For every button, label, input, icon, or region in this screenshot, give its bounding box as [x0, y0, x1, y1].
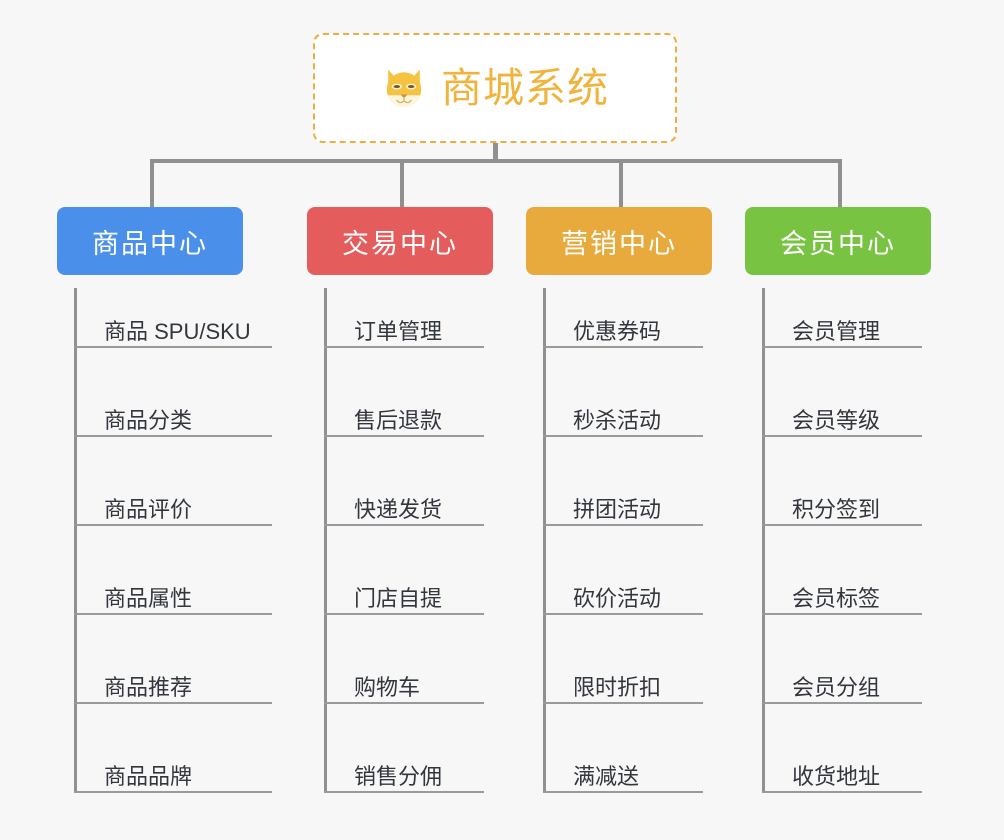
leaf-item-label: 限时折扣	[573, 674, 662, 700]
leaf-item[interactable]: 秒杀活动	[543, 377, 703, 437]
leaf-item[interactable]: 会员标签	[762, 555, 922, 615]
leaf-item[interactable]: 积分签到	[762, 466, 922, 526]
leaf-item-label: 商品推荐	[104, 674, 193, 700]
category-header-label-0: 商品中心	[92, 228, 208, 259]
leaf-item-label: 秒杀活动	[573, 407, 662, 433]
leaf-item-label: 收货地址	[792, 763, 881, 789]
shiba-inu-dog-face-icon	[386, 69, 422, 107]
leaf-item-label: 商品 SPU/SKU	[104, 318, 251, 344]
leaf-item-label: 满减送	[573, 763, 640, 789]
category-header-0[interactable]: 商品中心	[57, 207, 243, 275]
column-spine-2	[543, 288, 546, 793]
leaf-item-label: 优惠券码	[573, 318, 662, 344]
column-spine-0	[74, 288, 77, 793]
leaf-item-label: 积分签到	[792, 496, 881, 522]
drop-connector-1	[150, 159, 154, 207]
leaf-item[interactable]: 商品分类	[74, 377, 272, 437]
leaf-item-label: 购物车	[354, 674, 421, 700]
root-node-shop-system[interactable]: 商城系统	[313, 33, 677, 143]
category-header-2[interactable]: 营销中心	[526, 207, 712, 275]
leaf-item-label: 商品评价	[104, 496, 193, 522]
leaf-item[interactable]: 会员管理	[762, 288, 922, 348]
leaf-item-label: 商品品牌	[104, 763, 193, 789]
leaf-item[interactable]: 销售分佣	[324, 733, 484, 793]
leaf-item[interactable]: 商品推荐	[74, 644, 272, 704]
leaf-item-label: 商品属性	[104, 585, 193, 611]
leaf-item[interactable]: 商品评价	[74, 466, 272, 526]
leaf-item[interactable]: 限时折扣	[543, 644, 703, 704]
leaf-item[interactable]: 优惠券码	[543, 288, 703, 348]
leaf-item[interactable]: 拼团活动	[543, 466, 703, 526]
leaf-item-label: 拼团活动	[573, 496, 662, 522]
leaf-item-label: 快递发货	[354, 496, 443, 522]
leaf-item[interactable]: 快递发货	[324, 466, 484, 526]
category-header-label-2: 营销中心	[561, 228, 677, 259]
leaf-item-label: 售后退款	[354, 407, 443, 433]
leaf-item[interactable]: 收货地址	[762, 733, 922, 793]
leaf-item-label: 砍价活动	[573, 585, 662, 611]
drop-connector-2	[400, 159, 404, 207]
column-spine-3	[762, 288, 765, 793]
leaf-item[interactable]: 购物车	[324, 644, 484, 704]
leaf-item-label: 会员等级	[792, 407, 881, 433]
leaf-item[interactable]: 会员分组	[762, 644, 922, 704]
leaf-item[interactable]: 售后退款	[324, 377, 484, 437]
leaf-item[interactable]: 会员等级	[762, 377, 922, 437]
category-header-label-1: 交易中心	[342, 228, 458, 259]
column-spine-1	[324, 288, 327, 793]
leaf-item[interactable]: 商品 SPU/SKU	[74, 288, 272, 348]
leaf-item[interactable]: 商品品牌	[74, 733, 272, 793]
drop-connector-4	[838, 159, 842, 207]
category-header-label-3: 会员中心	[780, 228, 896, 259]
leaf-item[interactable]: 商品属性	[74, 555, 272, 615]
leaf-item-label: 订单管理	[354, 318, 443, 344]
leaf-item-label: 商品分类	[104, 407, 193, 433]
leaf-item-label: 会员标签	[792, 585, 881, 611]
drop-connector-3	[619, 159, 623, 207]
leaf-item[interactable]: 满减送	[543, 733, 703, 793]
leaf-item-label: 会员管理	[792, 318, 881, 344]
leaf-item[interactable]: 订单管理	[324, 288, 484, 348]
leaf-item-label: 门店自提	[354, 585, 443, 611]
category-header-1[interactable]: 交易中心	[307, 207, 493, 275]
root-node-title: 商城系统	[441, 64, 609, 111]
leaf-item[interactable]: 门店自提	[324, 555, 484, 615]
leaf-item[interactable]: 砍价活动	[543, 555, 703, 615]
leaf-item-label: 会员分组	[792, 674, 881, 700]
category-header-3[interactable]: 会员中心	[745, 207, 931, 275]
root-stem-connector	[493, 143, 498, 161]
leaf-item-label: 销售分佣	[354, 763, 443, 789]
horizontal-bus-connector	[150, 159, 842, 163]
